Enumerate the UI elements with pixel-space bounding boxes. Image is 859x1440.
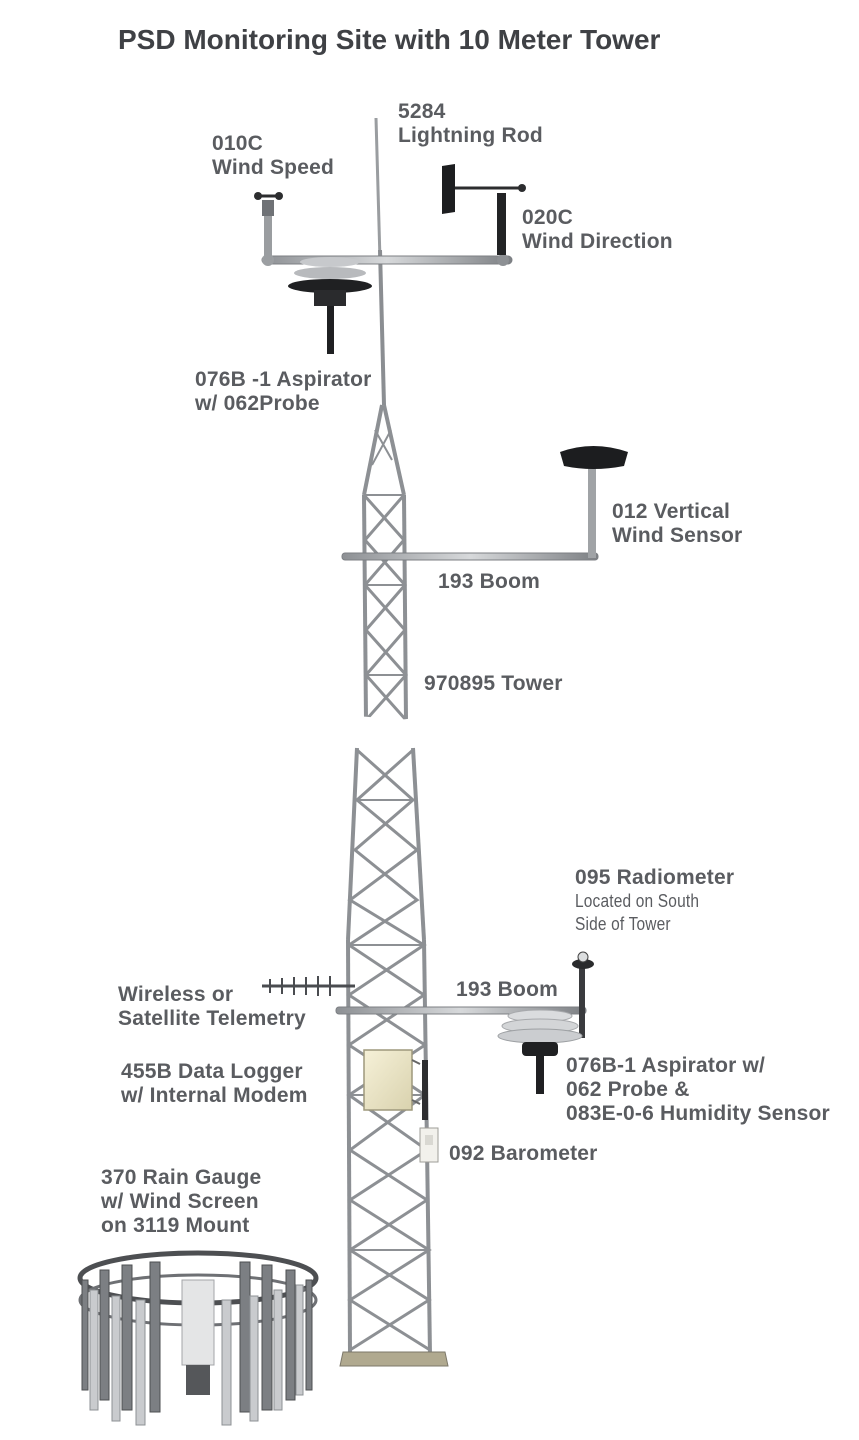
radiometer-name: 095 Radiometer <box>575 866 735 889</box>
wind-direction-code: 020C <box>522 206 574 229</box>
data-logger-line-2: w/ Internal Modem <box>121 1084 308 1107</box>
lower-aspirator <box>497 1009 583 1094</box>
tower-label: 970895 Tower <box>424 672 563 695</box>
barometer-label: 092 Barometer <box>449 1142 598 1165</box>
wind-direction-sensor <box>442 164 526 255</box>
rain-gauge-line-1: 370 Rain Gauge <box>101 1166 262 1189</box>
telemetry-antenna <box>262 976 355 996</box>
rain-gauge-line-3: on 3119 Mount <box>101 1214 250 1237</box>
rain-gauge-line-2: w/ Wind Screen <box>101 1190 259 1213</box>
data-logger-box <box>363 1049 428 1120</box>
radiometer-note-2: Side of Tower <box>575 914 671 934</box>
tower-break <box>350 716 420 748</box>
lower-aspirator-label: 076B-1 Aspirator w/ 062 Probe & 083E-0-6… <box>566 1054 830 1126</box>
barometer-box <box>419 1127 439 1163</box>
upper-boom-label: 193 Boom <box>438 570 540 593</box>
tower-upper <box>362 404 409 721</box>
radiometer-sensor <box>572 951 594 1038</box>
radiometer-note-1: Located on South <box>575 891 700 911</box>
vertical-wind-line-1: 012 Vertical <box>612 500 730 523</box>
lightning-rod-label: 5284 Lightning Rod <box>398 100 543 148</box>
lightning-rod-code: 5284 <box>398 100 446 123</box>
data-logger-line-1: 455B Data Logger <box>121 1060 303 1083</box>
telemetry-line-2: Satellite Telemetry <box>118 1007 306 1030</box>
lower-aspirator-line-3: 083E-0-6 Humidity Sensor <box>566 1102 830 1125</box>
telemetry-label: Wireless or Satellite Telemetry <box>118 983 306 1031</box>
radiometer-label: 095 Radiometer Located on South Side of … <box>575 866 734 936</box>
lightning-rod-name: Lightning Rod <box>398 124 543 147</box>
diagram-title: PSD Monitoring Site with 10 Meter Tower <box>118 24 661 55</box>
wind-speed-code: 010C <box>212 132 264 155</box>
tower-base <box>339 1351 449 1367</box>
vertical-wind-line-2: Wind Sensor <box>612 524 743 547</box>
lower-aspirator-line-1: 076B-1 Aspirator w/ <box>566 1054 766 1077</box>
lower-aspirator-line-2: 062 Probe & <box>566 1078 690 1101</box>
upper-aspirator-line-1: 076B -1 Aspirator <box>195 368 372 391</box>
rain-gauge-label: 370 Rain Gauge w/ Wind Screen on 3119 Mo… <box>101 1166 261 1238</box>
wind-direction-label: 020C Wind Direction <box>522 206 673 254</box>
wind-speed-sensor <box>254 192 283 260</box>
wind-direction-name: Wind Direction <box>522 230 673 253</box>
lower-boom-label: 193 Boom <box>456 978 558 1001</box>
telemetry-line-1: Wireless or <box>118 983 234 1006</box>
wind-speed-label: 010C Wind Speed <box>212 132 334 180</box>
vertical-wind-label: 012 Vertical Wind Sensor <box>612 500 742 548</box>
upper-boom <box>341 446 628 561</box>
upper-aspirator <box>288 257 372 354</box>
wind-speed-name: Wind Speed <box>212 156 334 179</box>
rain-gauge <box>77 1250 319 1426</box>
top-crossarm <box>261 254 513 266</box>
upper-aspirator-line-2: w/ 062Probe <box>195 392 320 415</box>
lightning-rod <box>374 117 386 406</box>
upper-aspirator-label: 076B -1 Aspirator w/ 062Probe <box>195 368 372 416</box>
data-logger-label: 455B Data Logger w/ Internal Modem <box>121 1060 308 1108</box>
